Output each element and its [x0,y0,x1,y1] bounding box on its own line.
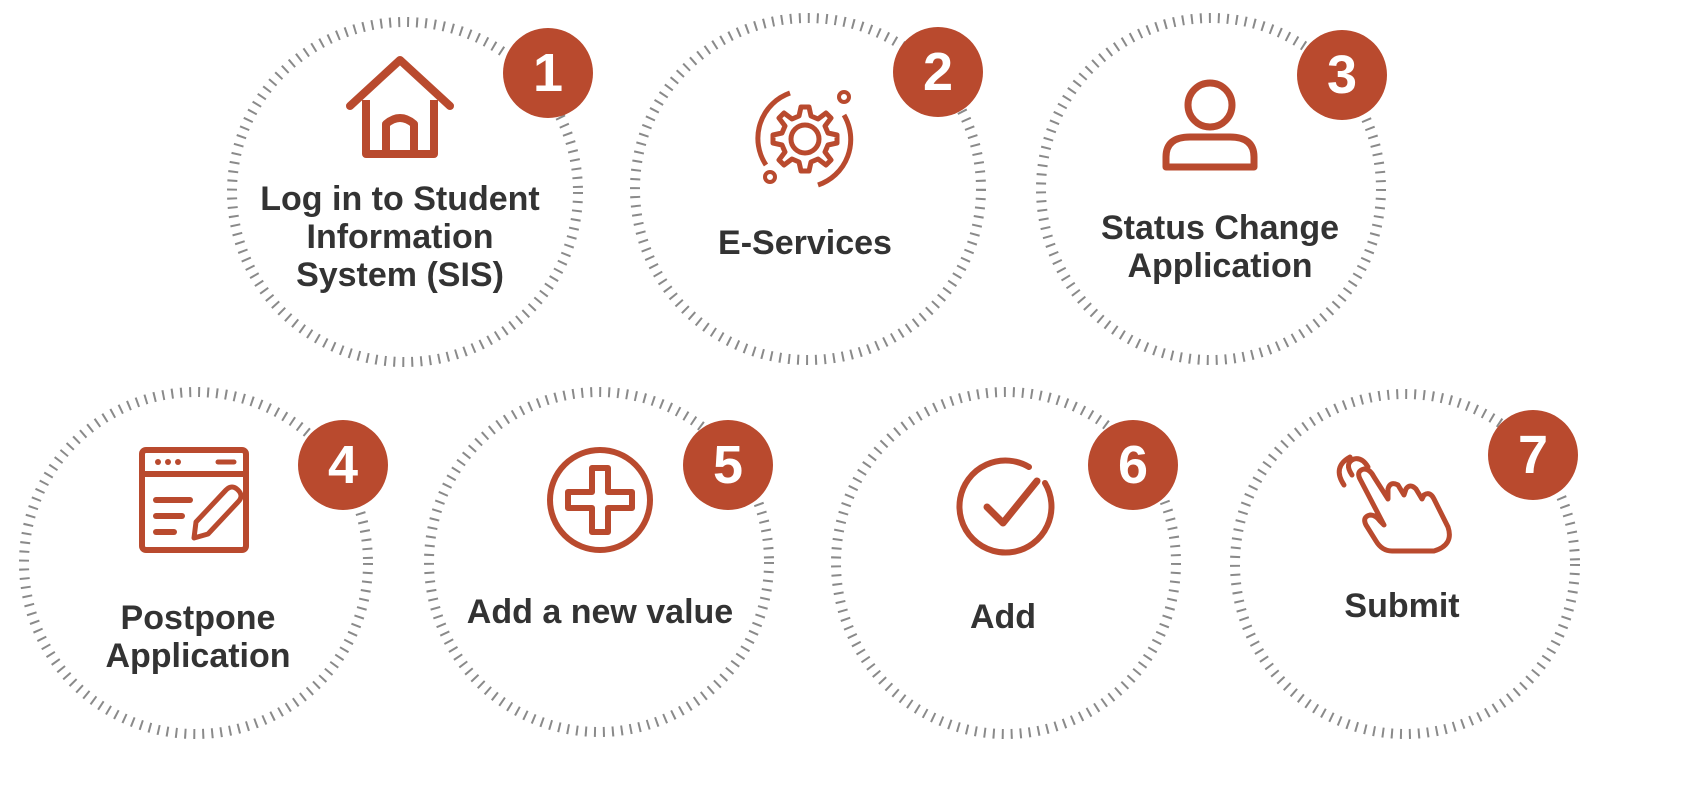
dashed-ring [19,387,373,739]
plus-circle-icon [547,447,653,553]
dashed-ring [424,387,774,737]
form-edit-icon [139,447,249,553]
step-number-badge: 3 [1297,30,1387,120]
gear-icon [755,90,854,188]
step-label: Add a new value [466,593,734,631]
step-number-badge: 7 [1488,410,1578,500]
dashed-ring [227,17,583,367]
step-number-badge: 4 [298,420,388,510]
step-label: Log in to Student Information System (SI… [260,180,540,294]
step-number-badge: 6 [1088,420,1178,510]
dashed-ring [630,13,986,365]
step-2: 2 E-Services [0,0,986,365]
step-label: Submit [1344,587,1460,625]
check-circle-icon [956,457,1055,556]
house-icon [346,56,454,158]
step-number-badge: 1 [503,28,593,118]
step-label: Add [969,598,1037,636]
step-1: 1 Log in to Student Information System (… [0,0,593,367]
step-label: Status Change Application [1100,209,1340,285]
user-icon [1162,79,1258,171]
step-number-badge: 5 [683,420,773,510]
dashed-ring [1036,13,1386,365]
step-5: 5 Add a new value [0,0,774,737]
step-3: 3 Status Change Application [0,0,1387,365]
dashed-ring [1230,389,1580,739]
step-label: Postpone Application [105,599,291,675]
step-7: 7 Submit [0,0,1580,739]
step-number-badge: 2 [893,27,983,117]
step-4: 4 Postpone Application [0,0,388,739]
step-label: E-Services [718,224,892,262]
hand-tap-icon [1336,454,1452,554]
step-6: 6 Add [0,0,1181,739]
dashed-ring [831,387,1181,739]
